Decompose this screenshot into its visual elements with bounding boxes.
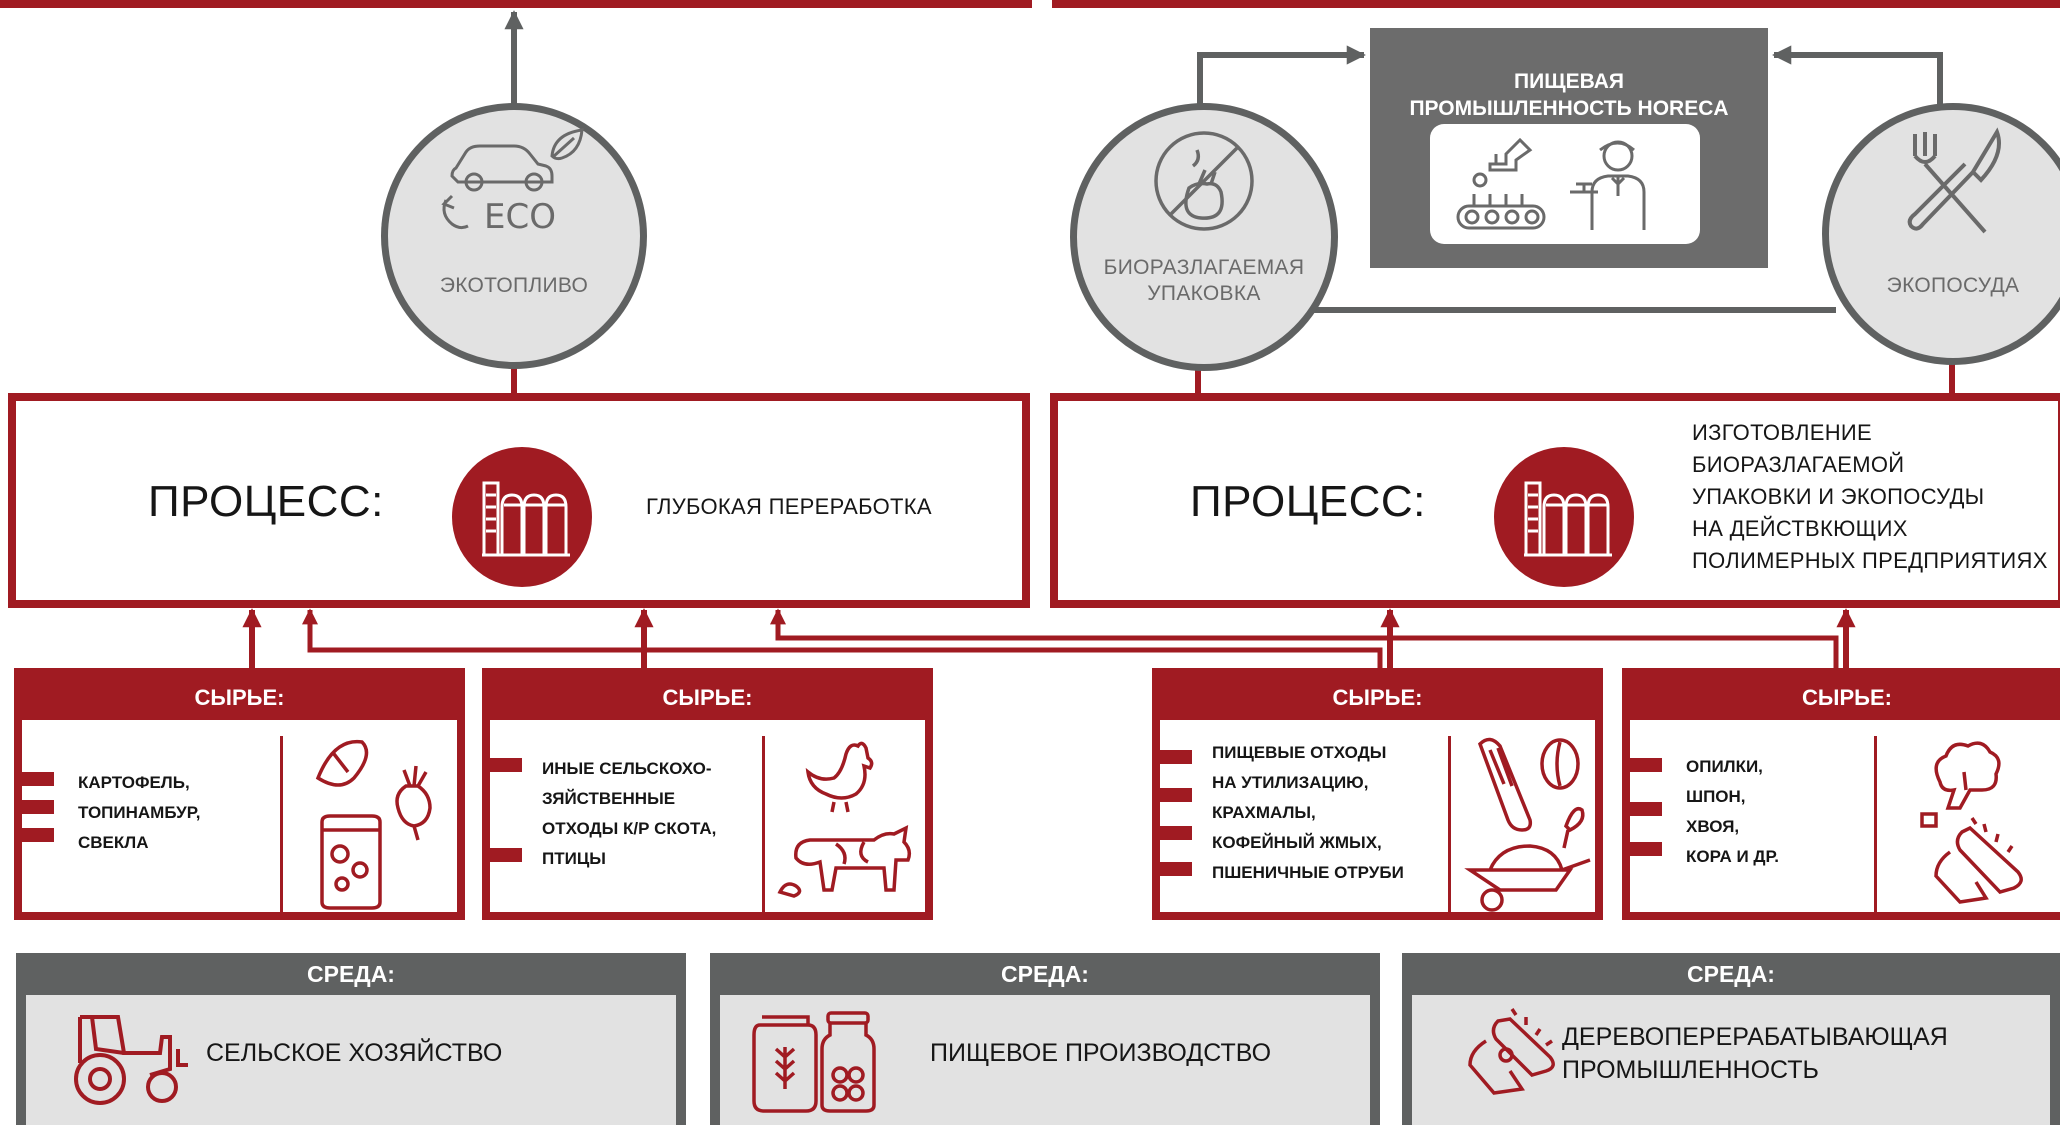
raw-2-divider	[762, 736, 765, 912]
env-1-header: СРЕДА:	[307, 961, 395, 987]
process-1-desc: ГЛУБОКАЯ ПЕРЕРАБОТКА	[646, 491, 932, 523]
factory-icon	[1524, 481, 1612, 557]
raw-2-header: СЫРЬЕ:	[490, 676, 925, 720]
env-3-header: СРЕДА:	[1687, 961, 1775, 987]
environment-box-1: СРЕДА: СЕЛЬСКОЕ ХОЗЯЙСТВО	[16, 953, 686, 1125]
horeca-title: ПИЩЕВАЯ ПРОМЫШЛЕННОСТЬ HORECA	[1370, 68, 1768, 122]
process-2-desc-line3: УПАКОВКИ И ЭКОПОСУДЫ	[1692, 484, 1985, 509]
process-2-desc-line5: ПОЛИМЕРНЫХ ПРЕДПРИЯТИЯХ	[1692, 548, 2048, 573]
raw-3-line5: ПШЕНИЧНЫЕ ОТРУБИ	[1212, 863, 1404, 882]
env-3-line1: ДЕРЕВОПЕРЕРАБАТЫВАЮЩАЯ	[1562, 1023, 1948, 1051]
tractor-icon	[74, 1015, 188, 1105]
raw-4-line1: ОПИЛКИ,	[1686, 757, 1763, 776]
raw-4-line2: ШПОН,	[1686, 787, 1746, 806]
livestock-icon	[777, 741, 912, 898]
raw-4-line4: КОРА И ДР.	[1686, 847, 1780, 866]
packaging-label-line1: БИОРАЗЛАГАЕМАЯ	[1103, 256, 1305, 279]
env-1-text: СЕЛЬСКОЕ ХОЗЯЙСТВО	[206, 1037, 502, 1070]
process-2-title: ПРОЦЕСС:	[1190, 477, 1426, 526]
raw-4-list: ОПИЛКИ, ШПОН, ХВОЯ, КОРА И ДР.	[1686, 752, 1779, 872]
bullet-bars	[14, 772, 54, 842]
env-2-text: ПИЩЕВОЕ ПРОИЗВОДСТВО	[930, 1037, 1271, 1070]
process-2-desc-line2: БИОРАЗЛАГАЕМОЙ	[1692, 452, 1905, 477]
process-2-desc-line1: ИЗГОТОВЛЕНИЕ	[1692, 420, 1872, 445]
horeca-industry-box: ПИЩЕВАЯ ПРОМЫШЛЕННОСТЬ HORECA	[1370, 28, 1768, 268]
bullet-bars	[482, 758, 522, 862]
env-2-body: ПИЩЕВОЕ ПРОИЗВОДСТВО	[720, 995, 1370, 1125]
tableware-label: ЭКОПОСУДА	[1886, 274, 2020, 297]
raw-3-list: ПИЩЕВЫЕ ОТХОДЫ НА УТИЛИЗАЦИЮ, КРАХМАЛЫ, …	[1212, 738, 1404, 888]
raw-material-box-4: СЫРЬЕ: ОПИЛКИ, ШПОН, ХВОЯ, КОРА И ДР.	[1622, 668, 2060, 920]
raw-3-line4: КОФЕЙНЫЙ ЖМЫХ,	[1212, 833, 1382, 852]
factory-icon	[482, 481, 570, 557]
raw-3-header: СЫРЬЕ:	[1160, 676, 1595, 720]
process-2-desc-line4: НА ДЕЙСТВКЮЩИХ	[1692, 516, 1908, 541]
packaging-circle: БИОРАЗЛАГАЕМАЯ УПАКОВКА	[1070, 103, 1338, 371]
raw-1-list: КАРТОФЕЛЬ, ТОПИНАМБУР, СВЕКЛА	[78, 768, 200, 858]
raw-2-line3: ОТХОДЫ К/Р СКОТА,	[542, 819, 717, 838]
packaging-label: БИОРАЗЛАГАЕМАЯ УПАКОВКА	[1077, 255, 1331, 307]
env-3-body: ДЕРЕВОПЕРЕРАБАТЫВАЮЩАЯ ПРОМЫШЛЕННОСТЬ	[1412, 995, 2050, 1125]
raw-material-box-2: СЫРЬЕ: ИНЫЕ СЕЛЬСКОХО- ЗЯЙСТВЕННЫЕ ОТХОД…	[482, 668, 933, 920]
process-1-badge	[452, 447, 592, 587]
process-1-desc-line1: ГЛУБОКАЯ ПЕРЕРАБОТКА	[646, 494, 932, 519]
env-1-body: СЕЛЬСКОЕ ХОЗЯЙСТВО	[26, 995, 676, 1125]
fork-knife-icon	[1907, 127, 2001, 234]
packaging-label-line2: УПАКОВКА	[1147, 282, 1261, 305]
raw-2-list: ИНЫЕ СЕЛЬСКОХО- ЗЯЙСТВЕННЫЕ ОТХОДЫ К/Р С…	[542, 754, 716, 874]
eco-car-icon: ECO	[441, 128, 584, 237]
raw-4-header: СЫРЬЕ:	[1630, 676, 2060, 720]
raw-2-line2: ЗЯЙСТВЕННЫЕ	[542, 789, 676, 808]
food-industry-waiter-icon	[1456, 137, 1646, 230]
raw-3-line1: ПИЩЕВЫЕ ОТХОДЫ	[1212, 743, 1387, 762]
raw-1-line1: КАРТОФЕЛЬ,	[78, 773, 190, 792]
food-jars-icon	[752, 1011, 876, 1113]
top-bar-right	[1052, 0, 2060, 8]
no-plastic-bag-icon	[1154, 131, 1254, 231]
raw-1-line3: СВЕКЛА	[78, 833, 149, 852]
raw-material-box-3: СЫРЬЕ: ПИЩЕВЫЕ ОТХОДЫ НА УТИЛИЗАЦИЮ, КРА…	[1152, 668, 1603, 920]
raw-2-line4: ПТИЦЫ	[542, 849, 606, 868]
environment-box-3: СРЕДА: ДЕРЕВОПЕРЕРАБАТЫВАЮЩАЯ ПРОМЫШЛЕНН…	[1402, 953, 2060, 1125]
raw-4-line3: ХВОЯ,	[1686, 817, 1740, 836]
raw-1-line2: ТОПИНАМБУР,	[78, 803, 201, 822]
raw-3-divider	[1448, 736, 1451, 912]
env-2-header: СРЕДА:	[1001, 961, 1089, 987]
cross-link-raw4-to-process1	[769, 608, 1839, 668]
ecofuel-circle: ECO ЭКОТОПЛИВО	[381, 103, 647, 369]
process-2-desc: ИЗГОТОВЛЕНИЕ БИОРАЗЛАГАЕМОЙ УПАКОВКИ И Э…	[1692, 417, 2048, 577]
bullet-bars	[1152, 750, 1192, 876]
raw-1-divider	[280, 736, 283, 912]
raw-material-box-1: СЫРЬЕ: КАРТОФЕЛЬ, ТОПИНАМБУР, СВЕКЛА	[14, 668, 465, 920]
bullet-bars	[1622, 758, 1662, 856]
raw-4-divider	[1874, 736, 1877, 912]
env-3-line2: ПРОМЫШЛЕННОСТЬ	[1562, 1056, 1819, 1084]
horeca-icon-panel	[1430, 124, 1700, 244]
food-waste-icon	[1464, 737, 1591, 912]
process-box-2: ПРОЦЕСС: ИЗГОТОВЛЕНИЕ БИОРАЗЛАГАЕМОЙ УПА…	[1050, 393, 2060, 608]
horeca-title-line1: ПИЩЕВАЯ	[1514, 70, 1624, 93]
env-3-text: ДЕРЕВОПЕРЕРАБАТЫВАЮЩАЯ ПРОМЫШЛЕННОСТЬ	[1562, 1021, 1948, 1087]
eco-icon-text: ECO	[484, 197, 556, 237]
ecofuel-label: ЭКОТОПЛИВО	[439, 274, 589, 297]
raw-1-header: СЫРЬЕ:	[22, 676, 457, 720]
top-bar-left	[0, 0, 1032, 8]
env-1-line1: СЕЛЬСКОЕ ХОЗЯЙСТВО	[206, 1039, 503, 1067]
wood-chainsaw-icon	[1920, 741, 2023, 904]
chainsaw-icon	[1468, 1008, 1555, 1095]
process-1-title: ПРОЦЕСС:	[148, 477, 384, 526]
vegetables-icon	[315, 739, 432, 910]
environment-box-2: СРЕДА: ПИЩЕВОЕ ПРОИЗВОДСТВО	[710, 953, 1380, 1125]
tableware-circle: ЭКОПОСУДА	[1822, 103, 2060, 365]
raw-2-line1: ИНЫЕ СЕЛЬСКОХО-	[542, 759, 712, 778]
process-2-badge	[1494, 447, 1634, 587]
env-2-line1: ПИЩЕВОЕ ПРОИЗВОДСТВО	[930, 1039, 1272, 1067]
raw-3-line2: НА УТИЛИЗАЦИЮ,	[1212, 773, 1369, 792]
cross-link-raw3-to-process1	[301, 608, 1383, 668]
raw-3-line3: КРАХМАЛЫ,	[1212, 803, 1316, 822]
horeca-title-line2: ПРОМЫШЛЕННОСТЬ HORECA	[1409, 97, 1729, 120]
process-box-1: ПРОЦЕСС: ГЛУБОКАЯ ПЕРЕРАБОТКА	[8, 393, 1030, 608]
